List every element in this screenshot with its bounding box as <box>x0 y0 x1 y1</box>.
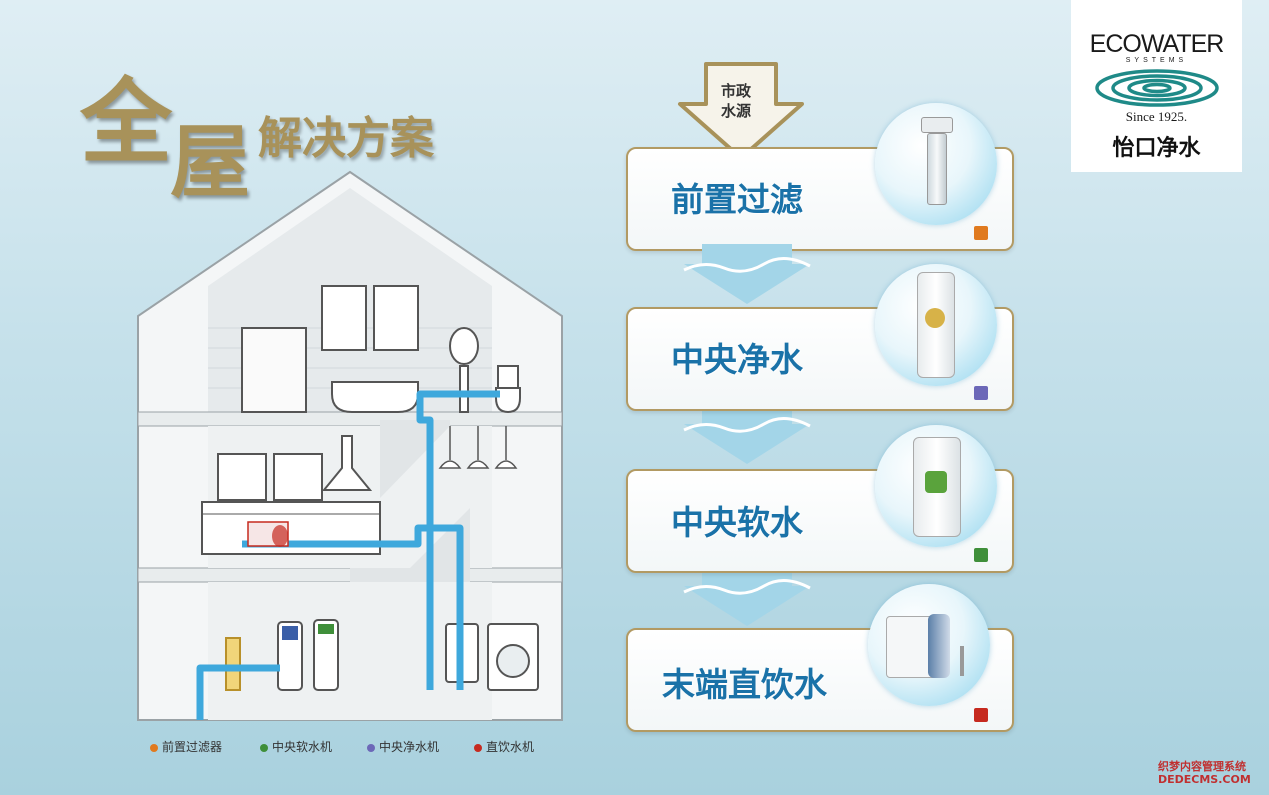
step-prefilter-color-dot <box>974 226 988 240</box>
step-prefilter-label: 前置过滤 <box>671 180 803 219</box>
title-char-quan: 全 <box>80 68 173 176</box>
step-central-softener-label: 中央软水 <box>671 503 803 542</box>
legend-item-prefilter: 前置过滤器 <box>150 738 222 755</box>
step-drinking-water-label: 末端直饮水 <box>662 665 827 704</box>
legend-dot <box>150 743 158 752</box>
source-label-2: 水源 <box>721 102 752 120</box>
source-label-1: 市政 <box>721 82 752 100</box>
watermark-line2: DEDECMS.COM <box>1158 773 1251 786</box>
logo-cn-name: 怡口净水 <box>1112 136 1201 161</box>
water-arrow-icon <box>683 404 811 464</box>
central-softener-product-image <box>875 425 997 547</box>
water-arrow-icon <box>683 566 811 626</box>
title-solution: 解决方案 <box>258 113 434 164</box>
water-ripple-icon <box>1095 69 1219 107</box>
step-central-purifier-label: 中央净水 <box>671 340 803 379</box>
house-illustration <box>137 170 563 721</box>
source-arrow-icon <box>678 62 804 160</box>
logo-since: Since 1925. <box>1125 109 1188 124</box>
title-char-wu: 屋 <box>170 115 250 209</box>
legend-label: 中央软水机 <box>272 740 333 754</box>
legend-dot <box>260 743 268 752</box>
logo-brand-sub: SYSTEMS <box>1125 57 1188 64</box>
drinking-water-product-image <box>868 584 990 706</box>
legend-dot <box>474 743 482 752</box>
legend-item-drinking: 直饮水机 <box>474 738 534 755</box>
ecowater-logo: ECOWATER SYSTEMS Since 1925. 怡口净水 <box>1071 0 1242 172</box>
legend-item-purifier: 中央净水机 <box>367 738 439 755</box>
central-purifier-product-image <box>875 264 997 386</box>
step-central-purifier-color-dot <box>974 386 988 400</box>
legend-label: 中央净水机 <box>379 740 440 754</box>
legend-label: 前置过滤器 <box>162 740 223 754</box>
step-central-softener-color-dot <box>974 548 988 562</box>
logo-brand-text: ECOWATER <box>1089 30 1225 58</box>
legend-label: 直饮水机 <box>486 740 535 754</box>
prefilter-product-image <box>875 103 997 225</box>
legend-dot <box>367 743 375 752</box>
step-drinking-water-color-dot <box>974 708 988 722</box>
watermark: 织梦内容管理系统 DEDECMS.COM <box>1158 760 1251 786</box>
legend-item-softener: 中央软水机 <box>260 738 332 755</box>
water-arrow-icon <box>683 244 811 304</box>
watermark-line1: 织梦内容管理系统 <box>1158 760 1246 773</box>
